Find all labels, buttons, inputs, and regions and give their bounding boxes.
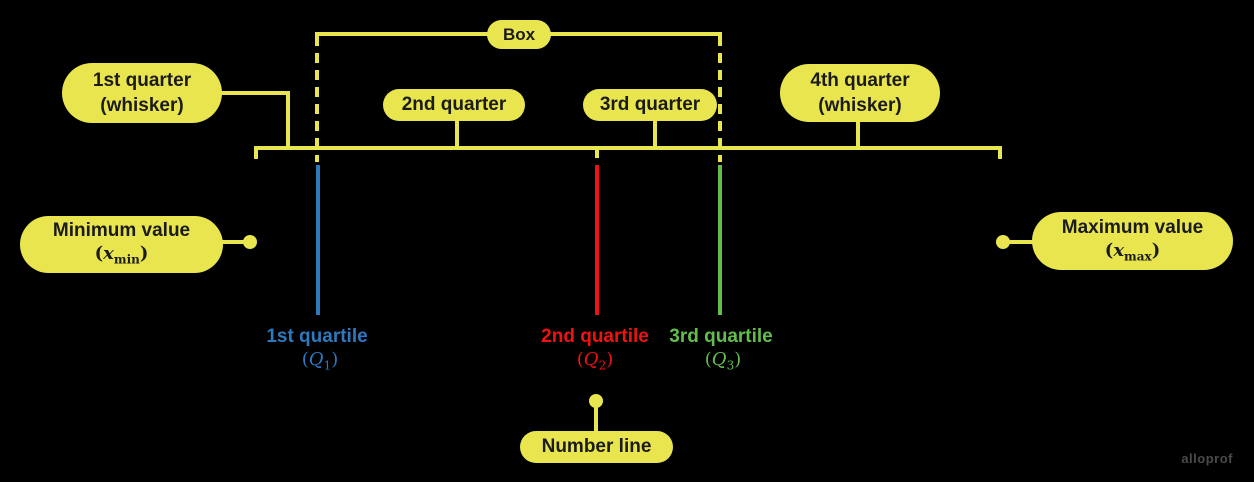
second-quarter-label-pill: 2nd quarter xyxy=(383,89,525,121)
number-line-connector xyxy=(594,401,598,432)
fourth-quarter-label-pill: 4th quarter (whisker) xyxy=(780,64,940,122)
maximum-symbol: (xmax) xyxy=(1104,239,1161,264)
box-right-dashed-line xyxy=(718,36,722,162)
first-quarter-connector-horizontal xyxy=(218,91,290,95)
maximum-label: Maximum value xyxy=(1061,216,1204,238)
number-line-label-pill: Number line xyxy=(520,431,673,463)
first-quarter-label-line2: (whisker) xyxy=(100,95,184,116)
minimum-connector xyxy=(221,240,247,244)
fourth-quarter-label-line1: 4th quarter xyxy=(810,70,910,91)
q2-label: 2nd quartile xyxy=(541,326,649,347)
number-line-label: Number line xyxy=(541,436,652,457)
box-label-pill: Box xyxy=(487,20,551,49)
minimum-dot xyxy=(243,235,257,249)
q3-quartile-line xyxy=(718,165,722,315)
fourth-quarter-connector xyxy=(856,120,860,148)
maximum-label-pill: Maximum value (xmax) xyxy=(1032,212,1233,270)
q1-label: 1st quartile xyxy=(266,326,368,347)
minimum-label: Minimum value xyxy=(52,220,191,242)
minimum-symbol: (xmin) xyxy=(94,243,149,267)
box-label: Box xyxy=(502,25,536,44)
q1-quartile-line xyxy=(316,165,320,315)
maximum-connector xyxy=(1008,240,1034,244)
q1-symbol: (Q1) xyxy=(301,349,339,373)
box-left-dashed-line xyxy=(315,36,319,162)
minimum-label-pill: Minimum value (xmin) xyxy=(20,216,223,273)
first-quarter-label-pill: 1st quarter (whisker) xyxy=(62,63,222,123)
first-quarter-label-line1: 1st quarter xyxy=(92,70,192,91)
second-quarter-connector xyxy=(455,118,459,148)
q2-quartile-line xyxy=(595,165,599,315)
alloprof-watermark: alloprof xyxy=(1181,451,1233,466)
fourth-quarter-label-line2: (whisker) xyxy=(818,95,902,116)
third-quarter-label: 3rd quarter xyxy=(599,94,701,115)
third-quarter-label-pill: 3rd quarter xyxy=(583,89,717,121)
second-quarter-label: 2nd quarter xyxy=(401,94,507,115)
maximum-dot xyxy=(996,235,1010,249)
quarters-left-end-tick xyxy=(254,146,258,159)
q3-label: 3rd quartile xyxy=(669,326,773,347)
first-quarter-connector-vertical xyxy=(286,91,290,150)
quarters-right-end-tick xyxy=(998,146,1002,159)
third-quarter-connector xyxy=(653,118,657,148)
q2-symbol: (Q2) xyxy=(576,349,614,373)
quarters-bracket-line xyxy=(254,146,1002,150)
q3-symbol: (Q3) xyxy=(704,349,742,373)
quarters-middle-tick xyxy=(595,146,599,158)
